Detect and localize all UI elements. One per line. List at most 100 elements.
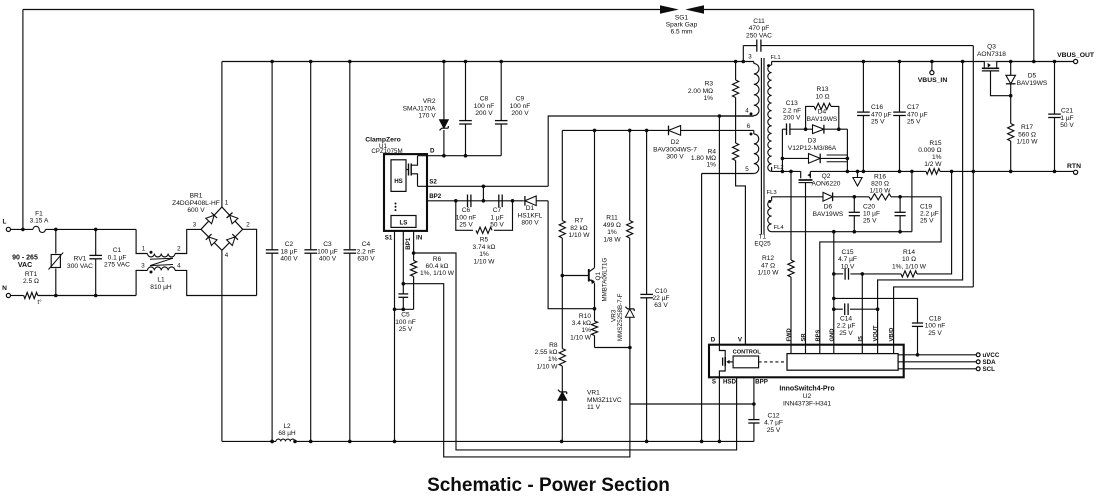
svg-text:RTN: RTN bbox=[1067, 163, 1081, 170]
svg-text:1/10 W: 1/10 W bbox=[758, 270, 780, 277]
svg-text:1: 1 bbox=[225, 200, 229, 207]
svg-text:MMBTA06LT1G: MMBTA06LT1G bbox=[601, 258, 608, 302]
svg-text:C15: C15 bbox=[841, 249, 853, 256]
svg-text:82 kΩ: 82 kΩ bbox=[570, 225, 587, 232]
svg-text:1%: 1% bbox=[703, 95, 713, 102]
svg-text:100 µF: 100 µF bbox=[317, 248, 338, 255]
svg-text:90 - 265: 90 - 265 bbox=[12, 255, 38, 262]
svg-text:LS: LS bbox=[400, 219, 408, 226]
svg-text:1%, 1/10 W: 1%, 1/10 W bbox=[892, 263, 927, 270]
svg-text:Spark Gap: Spark Gap bbox=[666, 22, 698, 29]
svg-text:1%: 1% bbox=[479, 251, 489, 258]
svg-text:Schematic - Power Section: Schematic - Power Section bbox=[427, 475, 670, 496]
svg-text:3: 3 bbox=[141, 263, 145, 270]
svg-text:L1: L1 bbox=[157, 277, 165, 284]
svg-text:50 V: 50 V bbox=[1060, 122, 1074, 129]
svg-text:BR1: BR1 bbox=[190, 193, 203, 200]
svg-text:800 V: 800 V bbox=[521, 220, 539, 227]
svg-text:400 V: 400 V bbox=[280, 256, 298, 263]
svg-text:1/10 W: 1/10 W bbox=[870, 188, 892, 195]
svg-text:10 Ω: 10 Ω bbox=[815, 93, 829, 100]
svg-text:250 VAC: 250 VAC bbox=[746, 32, 772, 39]
svg-text:VR2: VR2 bbox=[423, 98, 436, 105]
svg-text:R5: R5 bbox=[480, 237, 489, 244]
svg-text:1%: 1% bbox=[607, 229, 617, 236]
svg-text:D4: D4 bbox=[818, 109, 827, 116]
svg-text:18 µF: 18 µF bbox=[281, 248, 298, 255]
svg-text:C18: C18 bbox=[929, 316, 941, 323]
svg-text:C2: C2 bbox=[285, 241, 294, 248]
svg-text:1%: 1% bbox=[706, 162, 716, 169]
svg-text:60.4 kΩ: 60.4 kΩ bbox=[426, 263, 449, 270]
svg-text:HS: HS bbox=[394, 178, 403, 185]
svg-text:400 V: 400 V bbox=[319, 256, 337, 263]
svg-text:R14: R14 bbox=[903, 249, 915, 256]
svg-text:C16: C16 bbox=[871, 104, 883, 111]
svg-text:4: 4 bbox=[177, 263, 181, 270]
svg-text:T1: T1 bbox=[759, 234, 767, 241]
svg-text:ClampZero: ClampZero bbox=[365, 137, 401, 144]
svg-text:630 V: 630 V bbox=[357, 256, 375, 263]
svg-text:1/2 W: 1/2 W bbox=[924, 161, 942, 168]
svg-text:Q1: Q1 bbox=[595, 272, 602, 281]
svg-text:63 V: 63 V bbox=[654, 302, 668, 309]
svg-text:2.55 kΩ: 2.55 kΩ bbox=[535, 349, 558, 356]
svg-text:FL4: FL4 bbox=[774, 225, 785, 231]
svg-text:C14: C14 bbox=[840, 316, 852, 323]
svg-text:1%, 1/10 W: 1%, 1/10 W bbox=[420, 270, 455, 277]
svg-text:L2: L2 bbox=[283, 423, 291, 430]
svg-text:25 V: 25 V bbox=[767, 427, 781, 434]
svg-text:560 Ω: 560 Ω bbox=[1018, 131, 1036, 138]
svg-text:R10: R10 bbox=[579, 313, 591, 320]
svg-text:3.74 kΩ: 3.74 kΩ bbox=[473, 244, 496, 251]
svg-text:25 V: 25 V bbox=[871, 119, 885, 126]
svg-text:22 µF: 22 µF bbox=[653, 295, 670, 302]
svg-text:SMAJ170A: SMAJ170A bbox=[403, 105, 437, 112]
svg-text:EQ25: EQ25 bbox=[754, 241, 771, 248]
svg-text:D: D bbox=[430, 148, 435, 155]
svg-text:170 V: 170 V bbox=[418, 113, 436, 120]
svg-text:V: V bbox=[738, 337, 743, 344]
svg-text:2.2 µF: 2.2 µF bbox=[920, 210, 939, 217]
svg-text:R16: R16 bbox=[874, 174, 886, 181]
svg-text:S1: S1 bbox=[385, 235, 393, 242]
svg-text:R15: R15 bbox=[929, 140, 941, 147]
svg-text:SG1: SG1 bbox=[675, 15, 689, 22]
svg-text:470 µF: 470 µF bbox=[871, 111, 892, 118]
svg-text:R12: R12 bbox=[762, 255, 774, 262]
svg-text:InnoSwitch4-Pro: InnoSwitch4-Pro bbox=[779, 386, 834, 393]
svg-text:R8: R8 bbox=[549, 342, 558, 349]
svg-text:200 V: 200 V bbox=[475, 110, 493, 117]
svg-text:4: 4 bbox=[745, 108, 749, 115]
svg-text:C19: C19 bbox=[920, 204, 932, 211]
svg-text:SDA: SDA bbox=[983, 359, 997, 366]
svg-text:CPZ1075M: CPZ1075M bbox=[371, 148, 402, 155]
svg-text:SR: SR bbox=[801, 333, 807, 342]
svg-text:C9: C9 bbox=[516, 96, 525, 103]
svg-text:Q3: Q3 bbox=[987, 44, 996, 51]
svg-text:1 µF: 1 µF bbox=[490, 214, 503, 221]
svg-text:1/10 W: 1/10 W bbox=[569, 232, 591, 239]
svg-text:D5: D5 bbox=[1028, 73, 1037, 80]
svg-text:1.80 MΩ: 1.80 MΩ bbox=[691, 155, 716, 162]
svg-text:1/10 W: 1/10 W bbox=[474, 258, 496, 265]
svg-text:C1: C1 bbox=[113, 247, 122, 254]
svg-text:AON7318: AON7318 bbox=[977, 51, 1006, 58]
svg-text:C11: C11 bbox=[753, 18, 765, 25]
svg-text:R7: R7 bbox=[575, 218, 584, 225]
svg-text:25 V: 25 V bbox=[839, 330, 853, 337]
svg-text:1%: 1% bbox=[932, 154, 942, 161]
svg-text:R3: R3 bbox=[705, 81, 714, 88]
svg-text:VBUS_IN: VBUS_IN bbox=[918, 77, 948, 84]
svg-text:50 V: 50 V bbox=[490, 222, 504, 229]
svg-text:t°: t° bbox=[37, 298, 42, 306]
svg-text:RT1: RT1 bbox=[25, 271, 38, 278]
svg-text:BP1: BP1 bbox=[405, 237, 412, 250]
svg-text:R6: R6 bbox=[433, 256, 442, 263]
svg-text:499 Ω: 499 Ω bbox=[603, 222, 621, 229]
svg-text:N: N bbox=[2, 285, 7, 292]
svg-text:VR3: VR3 bbox=[611, 309, 618, 322]
svg-text:820 Ω: 820 Ω bbox=[871, 181, 889, 188]
svg-text:HS1KFL: HS1KFL bbox=[518, 212, 543, 219]
svg-text:100 nF: 100 nF bbox=[510, 103, 531, 110]
